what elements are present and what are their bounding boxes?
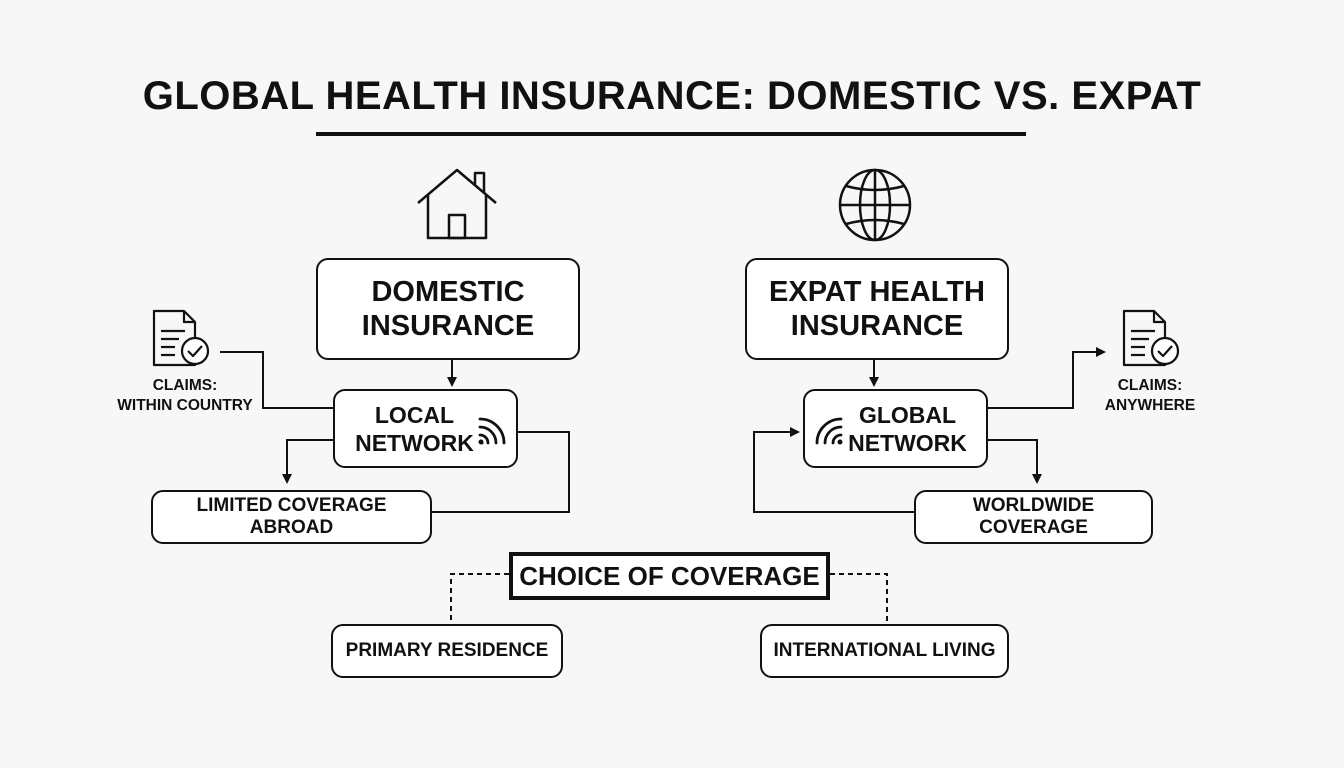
arrow-global-to-worldwide-coverage	[988, 439, 1042, 484]
choice-of-coverage-box: CHOICE OF COVERAGE	[509, 552, 830, 600]
line-local-network-loop	[432, 431, 570, 513]
claims-within-country-label: CLAIMS: WITHIN COUNTRY	[100, 376, 270, 416]
globe-icon	[838, 168, 912, 242]
signal-icon	[478, 417, 506, 445]
claims-anywhere-label: CLAIMS: ANYWHERE	[1085, 376, 1215, 416]
local-network-box: LOCAL NETWORK	[333, 389, 518, 468]
global-network-line2: NETWORK	[848, 429, 967, 456]
arrow-global-to-claims-anywhere	[988, 347, 1106, 409]
arrow-worldwide-loop-to-global-network	[753, 427, 914, 513]
expat-heading-line1: EXPAT HEALTH	[769, 276, 985, 308]
claims-expat-line2: ANYWHERE	[1104, 397, 1196, 414]
worldwide-coverage-box: WORLDWIDE COVERAGE	[914, 490, 1153, 544]
arrow-local-to-limited-coverage	[282, 439, 333, 484]
global-network-box: GLOBAL NETWORK	[803, 389, 988, 468]
primary-residence-box: PRIMARY RESIDENCE	[331, 624, 563, 678]
dashed-line-to-primary-residence	[450, 573, 509, 622]
domestic-insurance-box: DOMESTIC INSURANCE	[316, 258, 580, 360]
limited-coverage-box: LIMITED COVERAGE ABROAD	[151, 490, 432, 544]
claims-document-icon	[152, 309, 210, 367]
expat-insurance-box: EXPAT HEALTH INSURANCE	[745, 258, 1009, 360]
local-network-line2: NETWORK	[355, 429, 474, 456]
claims-domestic-line1: CLAIMS:	[152, 377, 218, 394]
signal-icon	[815, 417, 843, 445]
title-underline	[316, 132, 1026, 136]
global-network-line1: GLOBAL	[858, 401, 957, 428]
domestic-heading-line2: INSURANCE	[361, 310, 535, 342]
claims-document-icon	[1122, 309, 1180, 367]
claims-expat-line1: CLAIMS:	[1117, 377, 1183, 394]
international-living-box: INTERNATIONAL LIVING	[760, 624, 1009, 678]
house-icon	[417, 168, 497, 240]
claims-domestic-line2: WITHIN COUNTRY	[117, 397, 253, 414]
expat-heading-line2: INSURANCE	[790, 310, 964, 342]
domestic-heading-line1: DOMESTIC	[371, 276, 525, 308]
line-claims-within-country	[220, 351, 333, 409]
diagram-title: GLOBAL HEALTH INSURANCE: DOMESTIC VS. EX…	[142, 74, 1202, 118]
local-network-line1: LOCAL	[374, 401, 455, 428]
dashed-line-to-international-living	[830, 573, 888, 622]
